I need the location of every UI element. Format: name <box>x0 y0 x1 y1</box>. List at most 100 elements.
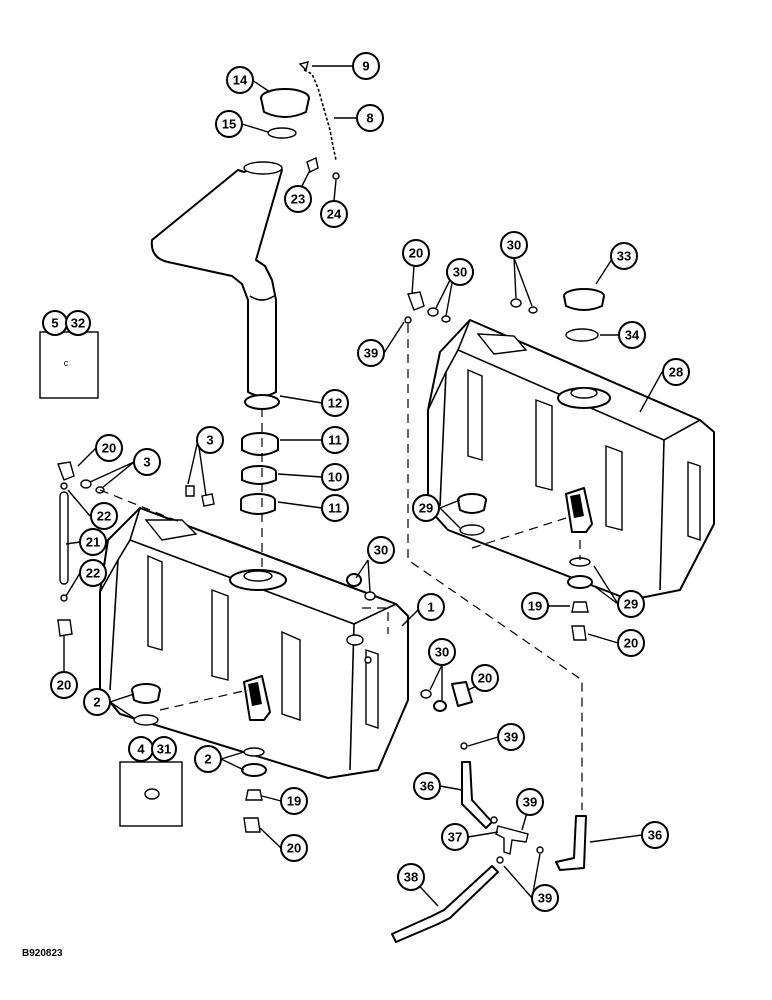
callout-21: 21 <box>79 528 107 556</box>
svg-text:30: 30 <box>374 543 388 558</box>
callout-19-left: 19 <box>280 787 308 815</box>
svg-text:29: 29 <box>419 501 433 516</box>
callout-20-left-bottom-right: 20 <box>471 664 499 692</box>
svg-text:29: 29 <box>624 597 638 612</box>
callout-20-left-bottom: 20 <box>280 834 308 862</box>
svg-text:20: 20 <box>57 678 71 693</box>
callout-14: 14 <box>226 66 254 94</box>
svg-text:c: c <box>64 358 69 368</box>
callout-20-left-middle: 20 <box>50 671 78 699</box>
svg-text:23: 23 <box>291 192 305 207</box>
svg-text:14: 14 <box>233 73 248 88</box>
svg-text:39: 39 <box>538 891 552 906</box>
assembly-lines <box>99 324 583 810</box>
callout-36-right: 36 <box>641 821 669 849</box>
svg-text:36: 36 <box>420 779 434 794</box>
svg-text:36: 36 <box>648 828 662 843</box>
callout-11-lower: 11 <box>321 494 349 522</box>
svg-text:2: 2 <box>93 695 100 710</box>
callout-29-right-bottom: 29 <box>617 590 645 618</box>
svg-text:12: 12 <box>328 396 342 411</box>
left-tank-small-parts <box>57 461 473 833</box>
callout-37: 37 <box>441 823 469 851</box>
svg-text:30: 30 <box>435 645 449 660</box>
svg-text:15: 15 <box>222 117 236 132</box>
svg-text:20: 20 <box>102 441 116 456</box>
callout-22-lower: 22 <box>79 559 107 587</box>
callout-8: 8 <box>356 104 384 132</box>
callout-36-left: 36 <box>413 772 441 800</box>
callout-9: 9 <box>352 52 380 80</box>
callout-12: 12 <box>321 389 349 417</box>
callout-30-right-top-b: 30 <box>500 231 528 259</box>
svg-text:4: 4 <box>137 742 145 757</box>
svg-text:24: 24 <box>327 207 342 222</box>
callout-39-tee-top: 39 <box>516 788 544 816</box>
svg-text:39: 39 <box>504 730 518 745</box>
svg-text:20: 20 <box>409 246 423 261</box>
svg-text:39: 39 <box>523 795 537 810</box>
svg-text:5: 5 <box>51 316 58 331</box>
callout-24: 24 <box>320 200 348 228</box>
svg-text:34: 34 <box>625 328 640 343</box>
left-tank <box>99 507 409 779</box>
decal-5-32: c <box>39 331 99 399</box>
svg-text:9: 9 <box>362 59 369 74</box>
svg-text:39: 39 <box>364 346 378 361</box>
callout-2-lower: 2 <box>194 745 222 773</box>
svg-text:33: 33 <box>617 249 631 264</box>
decal-4-31 <box>119 761 183 827</box>
hose-assembly <box>391 742 587 943</box>
callout-15: 15 <box>215 110 243 138</box>
leader-lines <box>63 65 663 907</box>
svg-text:37: 37 <box>448 830 462 845</box>
svg-text:1: 1 <box>427 600 434 615</box>
callout-31: 31 <box>151 736 177 762</box>
svg-text:30: 30 <box>453 265 467 280</box>
callout-3-left: 3 <box>133 448 161 476</box>
callout-34: 34 <box>618 321 646 349</box>
callout-29-right: 29 <box>412 494 440 522</box>
svg-text:30: 30 <box>507 238 521 253</box>
svg-text:11: 11 <box>328 501 342 516</box>
callout-28: 28 <box>662 358 690 386</box>
svg-text:3: 3 <box>206 433 213 448</box>
callout-3-tank-top: 3 <box>196 426 224 454</box>
callout-20-left-top: 20 <box>95 434 123 462</box>
callout-30-left-bottom: 30 <box>428 638 456 666</box>
callout-23: 23 <box>284 185 312 213</box>
filler-cap-assembly <box>260 61 340 180</box>
callout-10: 10 <box>321 463 349 491</box>
callout-20-right-top: 20 <box>402 239 430 267</box>
svg-text:21: 21 <box>86 535 100 550</box>
callout-30-right-top-a: 30 <box>446 258 474 286</box>
callout-32: 32 <box>65 310 91 336</box>
svg-text:22: 22 <box>97 509 111 524</box>
callout-20-right-middle: 20 <box>617 629 645 657</box>
svg-text:3: 3 <box>143 455 150 470</box>
svg-text:19: 19 <box>528 599 542 614</box>
svg-text:38: 38 <box>404 870 418 885</box>
svg-text:11: 11 <box>328 433 342 448</box>
callout-5: 5 <box>42 310 68 336</box>
callout-2-upper: 2 <box>83 688 111 716</box>
svg-text:10: 10 <box>328 470 342 485</box>
callout-38: 38 <box>397 863 425 891</box>
callout-1: 1 <box>417 593 445 621</box>
svg-text:20: 20 <box>624 636 638 651</box>
svg-text:8: 8 <box>366 111 373 126</box>
svg-text:20: 20 <box>287 841 301 856</box>
callout-30-left-top: 30 <box>367 536 395 564</box>
callout-39-hose-top: 39 <box>497 723 525 751</box>
right-tank-small-parts <box>404 288 605 641</box>
callout-22-upper: 22 <box>90 502 118 530</box>
callout-39-tee-bottom: 39 <box>531 884 559 912</box>
hose-clamps-and-hose <box>240 432 279 515</box>
svg-text:31: 31 <box>157 742 171 757</box>
svg-text:2: 2 <box>204 752 211 767</box>
callout-11-upper: 11 <box>321 426 349 454</box>
filler-neck-tube <box>150 161 283 410</box>
svg-text:22: 22 <box>86 566 100 581</box>
svg-text:20: 20 <box>478 671 492 686</box>
